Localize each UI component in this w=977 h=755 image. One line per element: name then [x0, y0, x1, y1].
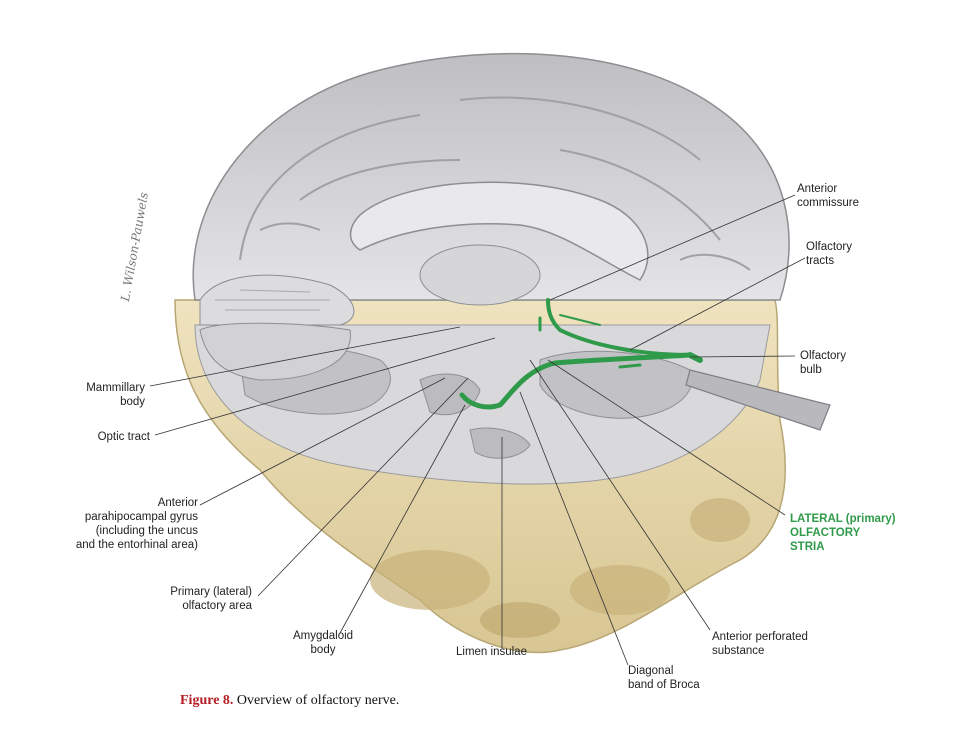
leader-lines	[149, 194, 806, 666]
cerebral-hemisphere	[192, 52, 790, 381]
label-amygdaloid-body: Amygdaloid body	[292, 630, 354, 656]
label-olfactory-bulb: Olfactory bulb	[800, 350, 847, 376]
label-anterior-parahippocampal-gyrus: Anterior parahipocampal gyrus (including…	[75, 497, 198, 551]
label-lateral-olfactory-stria: LATERAL (primary) OLFACTORY STRIA	[790, 513, 896, 553]
figure-number: Figure 8.	[180, 693, 234, 708]
label-limen-insulae: Limen insulae	[456, 646, 527, 658]
label-mammillary-body: Mammillary body	[86, 382, 145, 408]
label-olfactory-tracts: Olfactory tracts	[806, 241, 853, 267]
figure-caption: Figure 8. Overview of olfactory nerve.	[180, 693, 399, 709]
label-anterior-perforated-substance: Anterior perforated substance	[712, 631, 808, 657]
label-primary-olfactory-area: Primary (lateral) olfactory area	[170, 586, 252, 612]
label-diagonal-band-of-broca: Diagonal band of Broca	[628, 665, 700, 691]
olfactory-probe	[685, 369, 831, 431]
label-optic-tract: Optic tract	[97, 431, 150, 443]
olfactory-pathway	[459, 298, 703, 410]
caption-text: Overview of olfactory nerve.	[233, 693, 400, 708]
label-anterior-commissure: Anterior commissure	[797, 183, 859, 209]
